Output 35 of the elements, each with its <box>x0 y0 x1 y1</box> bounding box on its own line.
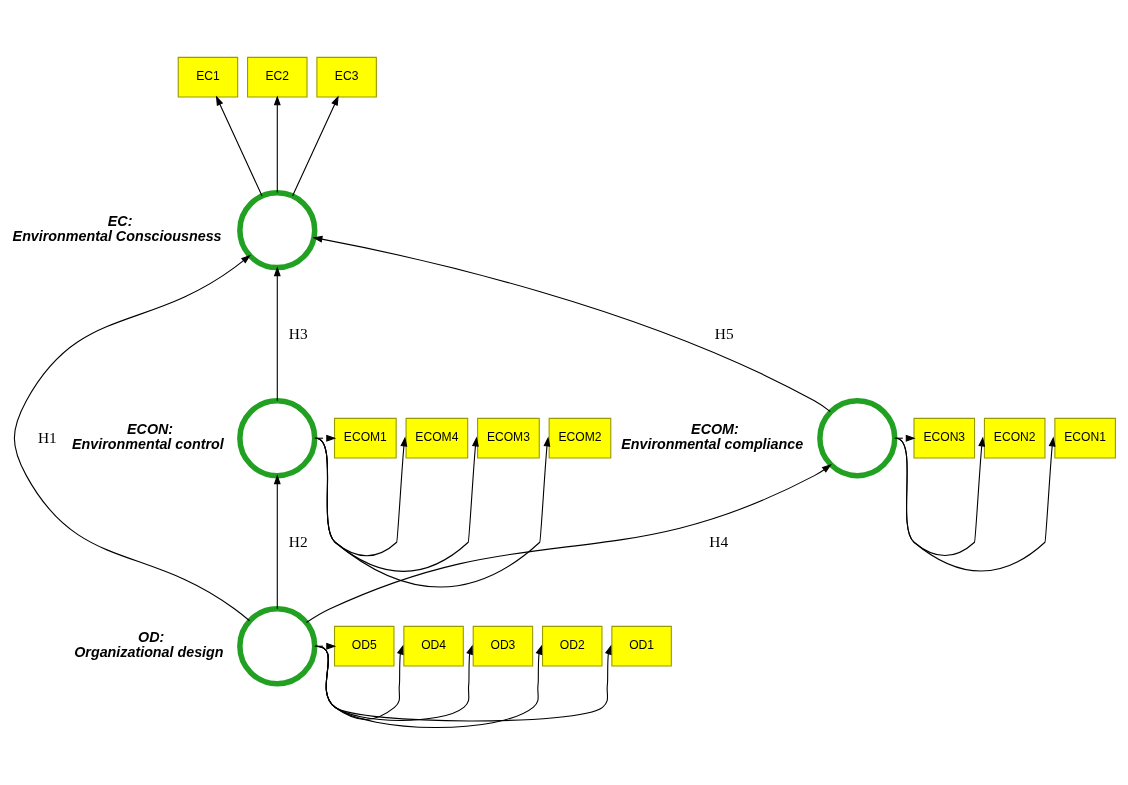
node-box: ECOM1 <box>333 417 397 459</box>
node-box: ECOM4 <box>405 417 469 459</box>
arrow <box>291 95 339 197</box>
arrow <box>305 464 832 624</box>
edge-label: H3 <box>288 324 308 342</box>
arrow <box>13 254 251 622</box>
arrow <box>273 95 281 194</box>
node-label: EC: Environmental Consciousness <box>12 213 222 244</box>
arrow <box>273 266 281 402</box>
node-box: ECON3 <box>913 417 976 459</box>
node-box: ECON2 <box>983 417 1046 459</box>
node-box: EC2 <box>247 56 308 98</box>
edge-label: H2 <box>288 532 308 550</box>
edge-label: H1 <box>37 428 57 446</box>
arrow <box>273 474 281 610</box>
node-circle <box>817 398 898 479</box>
node-label: ECON: Environmental control <box>72 421 224 452</box>
arrow <box>312 235 831 413</box>
node-label: OD: Organizational design <box>74 629 224 660</box>
node-box: EC1 <box>177 56 239 98</box>
arrow <box>215 95 263 197</box>
node-box: ECON1 <box>1054 417 1116 459</box>
node-circle <box>237 398 318 479</box>
node-box: OD5 <box>333 625 395 667</box>
node-box: OD3 <box>472 625 534 667</box>
edge-label: H4 <box>709 532 729 550</box>
node-box: OD4 <box>403 625 464 667</box>
edge-label: H5 <box>714 324 734 342</box>
node-box: ECOM2 <box>548 417 612 459</box>
node-circle <box>237 606 318 687</box>
node-box: OD1 <box>611 625 672 667</box>
node-box: ECOM3 <box>477 417 540 459</box>
node-label: ECOM: Environmental compliance <box>621 421 804 452</box>
node-box: OD2 <box>542 625 603 667</box>
node-box: EC3 <box>316 56 377 98</box>
